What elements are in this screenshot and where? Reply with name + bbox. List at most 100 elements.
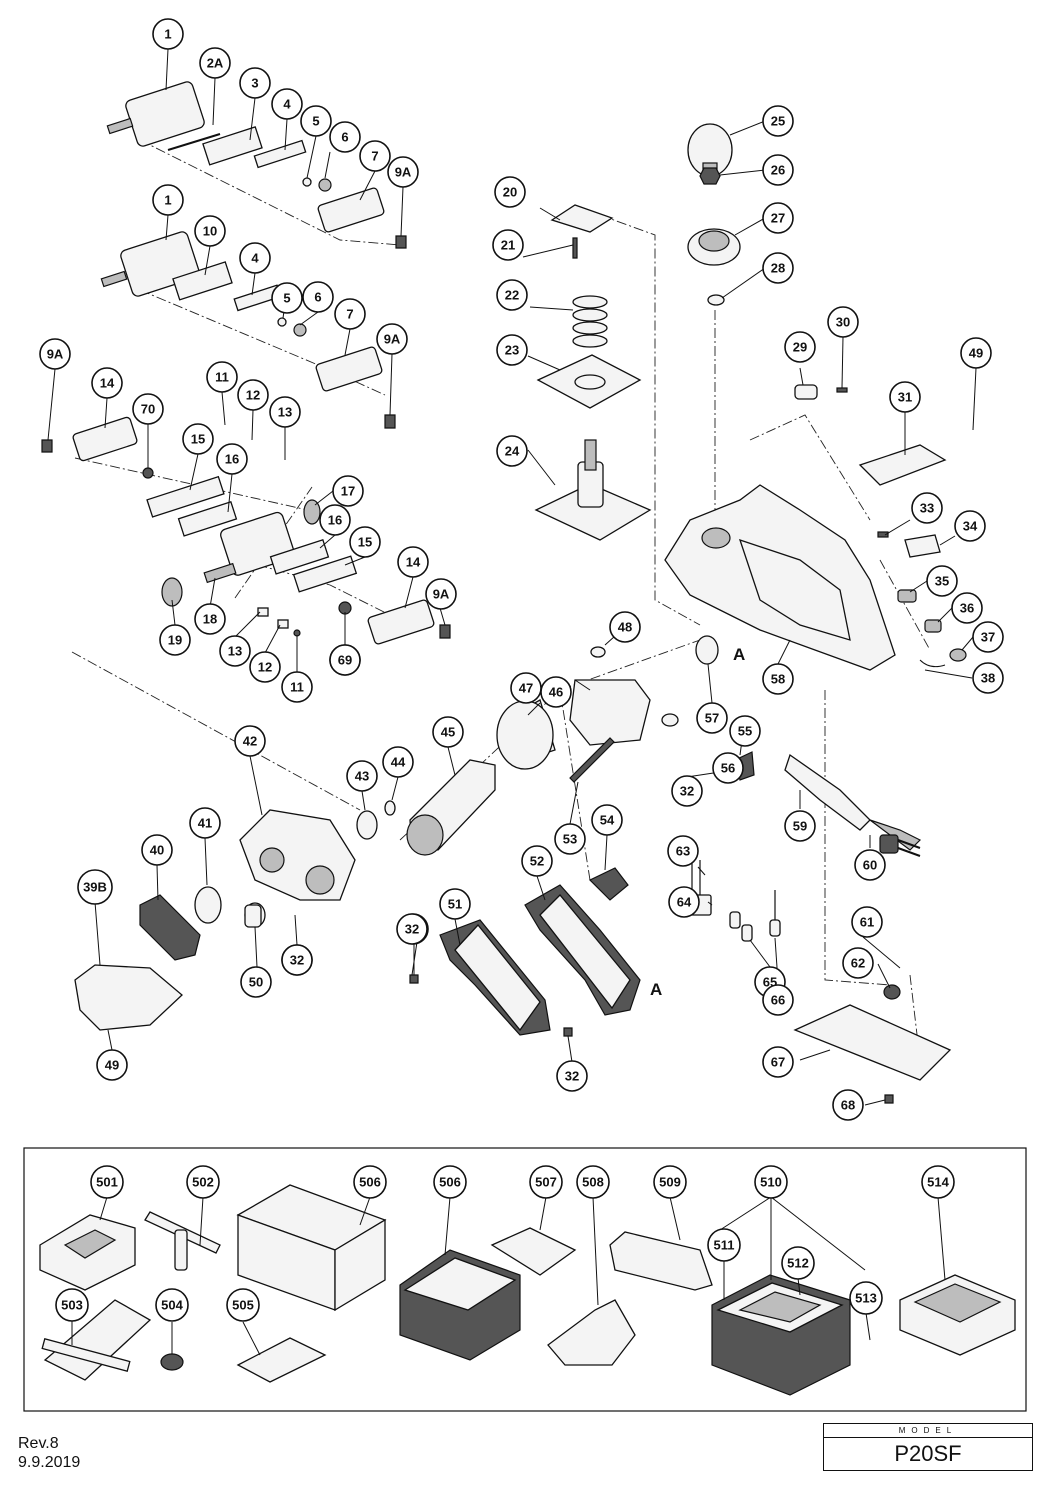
callout-circle <box>827 306 859 338</box>
callout-circle <box>921 1165 955 1199</box>
callout-number: 32 <box>565 1069 579 1084</box>
callout-18: 18 <box>194 603 226 635</box>
callout-number: 28 <box>771 261 785 276</box>
callout-9a: 9A <box>39 338 71 370</box>
callout-number: 31 <box>898 390 912 405</box>
callout-48: 48 <box>609 611 641 643</box>
callout-circle <box>492 229 524 261</box>
callout-circle <box>249 651 281 683</box>
callout-circle <box>237 379 269 411</box>
callout-circle <box>382 746 414 778</box>
callout-number: 35 <box>935 574 949 589</box>
callout-number: 510 <box>760 1175 782 1190</box>
callout-number: 9A <box>433 587 450 602</box>
callout-circle <box>554 823 586 855</box>
callout-circle <box>239 242 271 274</box>
callout-511: 511 <box>707 1228 741 1262</box>
callout-510: 510 <box>754 1165 788 1199</box>
callout-circle <box>152 18 184 50</box>
callout-number: 33 <box>920 501 934 516</box>
callout-27: 27 <box>762 202 794 234</box>
callout-circle <box>951 592 983 624</box>
callout-number: 63 <box>676 844 690 859</box>
cutter-block-top <box>106 81 407 249</box>
callout-number: 514 <box>927 1175 949 1190</box>
callout-number: 36 <box>960 601 974 616</box>
callout-number: 12 <box>246 388 260 403</box>
callout-number: 14 <box>406 555 421 570</box>
callout-506: 506 <box>433 1165 467 1199</box>
callout-number: 54 <box>600 813 615 828</box>
callout-number: 15 <box>191 432 205 447</box>
callout-circle <box>234 725 266 757</box>
callout-circle <box>396 913 428 945</box>
callout-circle <box>926 565 958 597</box>
callout-513: 513 <box>849 1281 883 1315</box>
callout-42: 42 <box>234 725 266 757</box>
callout-32: 32 <box>281 944 313 976</box>
callout-number: 502 <box>192 1175 214 1190</box>
callout-number: 27 <box>771 211 785 226</box>
leader-lines <box>47 48 977 1106</box>
callout-circle <box>186 1165 220 1199</box>
callout-number: 504 <box>161 1298 183 1313</box>
callout-number: 25 <box>771 114 785 129</box>
callout-number: 64 <box>677 895 692 910</box>
callout-49: 49 <box>960 337 992 369</box>
callout-32: 32 <box>556 1060 588 1092</box>
callout-number: 55 <box>738 724 752 739</box>
callout-number: 34 <box>963 519 978 534</box>
callout-circle <box>182 423 214 455</box>
callout-circle <box>960 337 992 369</box>
callout-number: 506 <box>359 1175 381 1190</box>
revision-text: Rev.8 <box>18 1435 59 1452</box>
callout-number: 511 <box>714 1238 735 1253</box>
callout-number: 38 <box>981 671 995 686</box>
callout-15: 15 <box>182 423 214 455</box>
callout-number: 7 <box>371 149 378 164</box>
callout-7: 7 <box>359 140 391 172</box>
callout-circle <box>784 331 816 363</box>
callout-67: 67 <box>762 1046 794 1078</box>
callout-29: 29 <box>784 331 816 363</box>
callout-number: 32 <box>680 784 694 799</box>
callout-number: 32 <box>290 953 304 968</box>
callout-number: 24 <box>505 444 520 459</box>
callout-9a: 9A <box>425 578 457 610</box>
callout-number: 9A <box>384 332 401 347</box>
callout-51: 51 <box>439 888 471 920</box>
callout-circle <box>439 888 471 920</box>
callout-21: 21 <box>492 229 524 261</box>
callout-number: 17 <box>341 484 355 499</box>
callout-number: 32 <box>405 922 419 937</box>
callout-9a: 9A <box>387 156 419 188</box>
callout-circle <box>239 67 271 99</box>
callout-number: 1 <box>164 27 171 42</box>
callout-circle <box>159 624 191 656</box>
callout-number: 52 <box>530 854 544 869</box>
callout-circle <box>762 663 794 695</box>
callout-number: 66 <box>771 993 785 1008</box>
callout-40: 40 <box>141 834 173 866</box>
callout-60: 60 <box>854 849 886 881</box>
callout-circle <box>667 835 699 867</box>
callout-69: 69 <box>329 644 361 676</box>
callout-number: 11 <box>215 370 229 385</box>
callout-501: 501 <box>90 1165 124 1199</box>
callout-circle <box>269 396 301 428</box>
callout-circle <box>707 1228 741 1262</box>
callout-502: 502 <box>186 1165 220 1199</box>
callout-number: 5 <box>312 114 319 129</box>
callout-circle <box>762 154 794 186</box>
callout-30: 30 <box>827 306 859 338</box>
callout-507: 507 <box>529 1165 563 1199</box>
connector-a-body: A <box>733 645 745 664</box>
callout-circle <box>319 504 351 536</box>
cord-group <box>684 751 952 1104</box>
callout-number: 69 <box>338 653 352 668</box>
callout-circle <box>671 775 703 807</box>
callout-number: 13 <box>278 405 292 420</box>
callout-506: 506 <box>353 1165 387 1199</box>
model-name: P20SF <box>894 1441 962 1466</box>
